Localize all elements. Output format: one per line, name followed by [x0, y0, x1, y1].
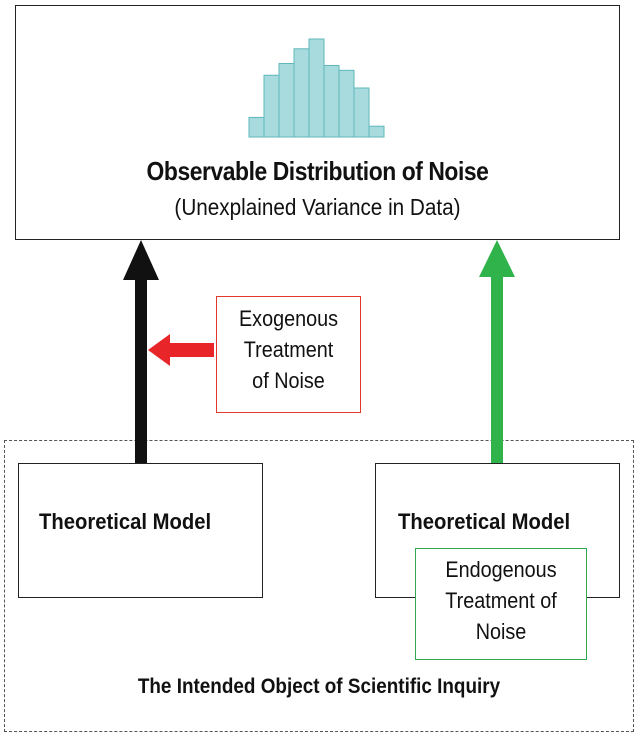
endogenous-line-3: Noise	[475, 619, 527, 644]
endogenous-line-1: Endogenous	[445, 557, 557, 582]
histogram-bar	[353, 87, 370, 138]
observable-distribution-box: Observable Distribution of Noise (Unexpl…	[15, 5, 620, 240]
histogram-bar	[368, 125, 385, 138]
red-arrow	[148, 334, 214, 366]
inquiry-region-label: The Intended Object of Scientific Inquir…	[137, 675, 501, 698]
model-label-right: Theoretical Model	[398, 509, 571, 534]
green-arrow	[479, 240, 515, 463]
theoretical-model-left: Theoretical Model	[18, 463, 263, 598]
model-label-left: Theoretical Model	[39, 509, 212, 534]
distribution-subtitle: (Unexplained Variance in Data)	[174, 194, 461, 220]
endogenous-treatment-box: Endogenous Treatment of Noise	[415, 548, 587, 660]
distribution-title: Observable Distribution of Noise	[146, 156, 489, 186]
exogenous-line-3: of Noise	[252, 368, 325, 393]
black-arrow	[123, 240, 159, 463]
scientific-inquiry-region	[4, 440, 634, 732]
exogenous-line-2: Treatment	[243, 337, 334, 362]
histogram	[248, 38, 385, 138]
endogenous-line-2: Treatment of	[445, 588, 557, 613]
exogenous-treatment-box: Exogenous Treatment of Noise	[216, 296, 361, 413]
exogenous-line-1: Exogenous	[238, 306, 339, 331]
